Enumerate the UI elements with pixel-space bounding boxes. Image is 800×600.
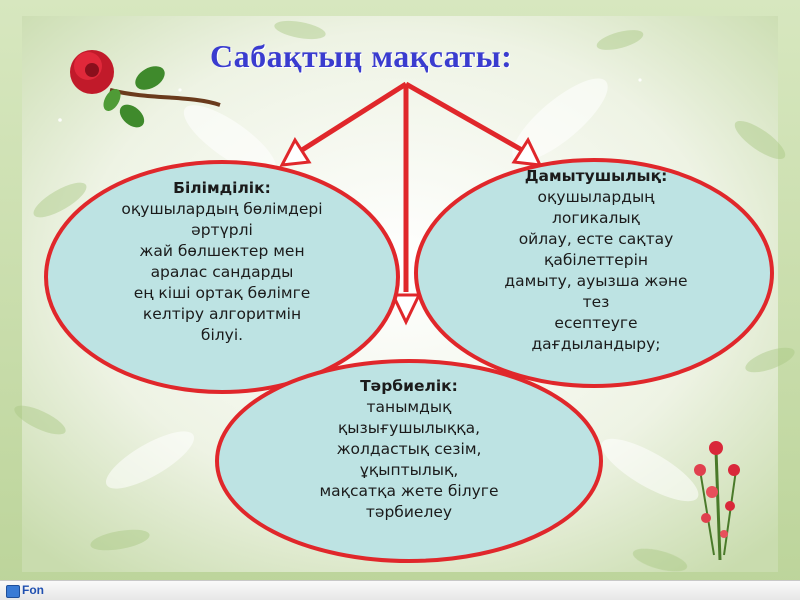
bottom-box-line: ұқыптылық,: [359, 461, 459, 479]
oval-right: [414, 158, 774, 388]
bottom-box-line: қызығушылыққа,: [337, 419, 481, 437]
right-box-line: қабілеттерін: [543, 251, 649, 269]
left-box-line: оқушылардың бөлімдері: [121, 200, 323, 218]
connector-arrows: [300, 81, 524, 292]
flower-bouquet-icon: [694, 441, 740, 561]
oval-left: [44, 160, 400, 394]
bottom-box-line: танымдық: [366, 398, 452, 416]
bottom-box-line: тәрбиелеу: [365, 503, 453, 521]
left-box-heading: Білімділік:: [173, 179, 271, 197]
right-box-line: дағдыландыру;: [531, 335, 661, 353]
arrow-head-left: [279, 137, 312, 167]
rose-icon: [70, 50, 221, 128]
right-box-line: логикалық: [552, 209, 640, 227]
right-box-heading: Дамытушылық:: [524, 167, 668, 185]
fon-label: Fon: [22, 583, 44, 597]
left-box-line: жай бөлшектер мен: [139, 242, 305, 260]
oval-bottom: [215, 359, 603, 563]
left-box-text: Білімділік: оқушылардың бөлімдері әртүрл…: [82, 178, 362, 346]
right-box-text: Дамытушылық: оқушылардың логикалық ойлау…: [456, 166, 736, 355]
bottom-box-heading: Тәрбиелік:: [360, 377, 458, 395]
left-box-line: әртүрлі: [191, 221, 253, 239]
fon-button[interactable]: Fon: [4, 583, 48, 598]
bottom-box-text: Тәрбиелік: танымдық қызығушылыққа, жолда…: [269, 376, 549, 523]
slide-title: Сабақтың мақсаты:: [210, 38, 513, 74]
left-box-line: ең кіші ортақ бөлімге: [133, 284, 311, 302]
right-box-line: есептеуге: [554, 314, 638, 332]
bottom-box-line: мақсатқа жете білуге: [319, 482, 499, 500]
left-box-line: білуі.: [200, 326, 244, 344]
right-box-line: ойлау, есте сақтау: [518, 230, 674, 248]
left-box-line: келтіру алгоритмін: [142, 305, 302, 323]
background-icon: [6, 585, 20, 598]
footer-bar: Fon: [0, 580, 800, 600]
bottom-box-line: жолдастық сезім,: [336, 440, 482, 458]
left-box-line: аралас сандарды: [150, 263, 294, 281]
right-box-line: тез: [582, 293, 610, 311]
right-box-line: оқушылардың: [537, 188, 655, 206]
arrow-head-bottom: [390, 293, 422, 326]
arrow-head-right: [511, 136, 543, 167]
right-box-line: дамыту, ауызша және: [504, 272, 688, 290]
